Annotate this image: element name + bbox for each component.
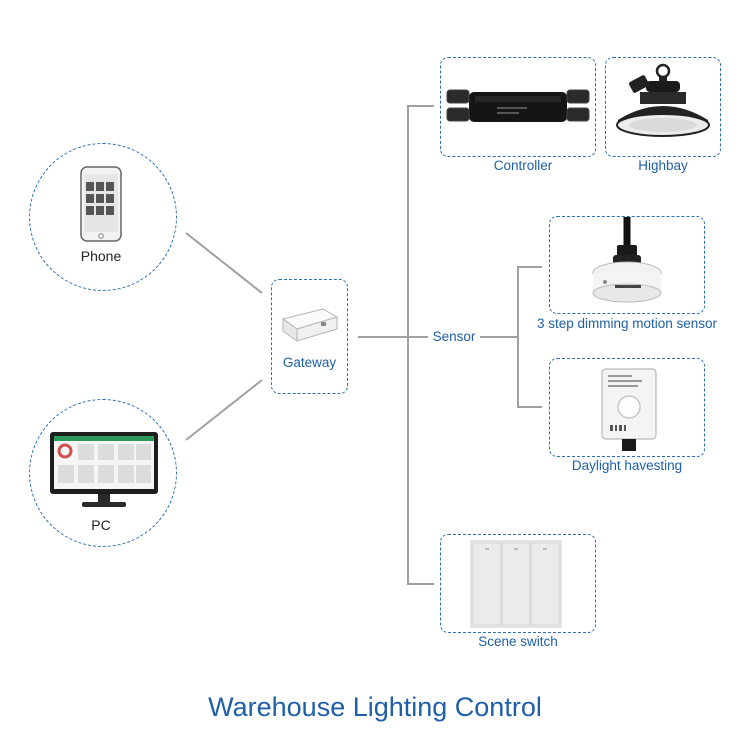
controller-label: Controller <box>493 158 553 173</box>
sensor-label: Sensor <box>432 329 476 344</box>
controller-device-icon <box>446 89 590 122</box>
pc-gateway-line <box>185 379 263 441</box>
motion-sensor-icon <box>592 217 662 303</box>
monitor-icon <box>50 432 158 507</box>
phone-icon <box>80 166 122 242</box>
scene-switch-label: Scene switch <box>478 634 558 649</box>
diagram-title: Warehouse Lighting Control <box>208 692 542 722</box>
sensor-branch-bracket <box>517 266 542 408</box>
gateway-device-icon <box>281 308 339 342</box>
daylight-sensor-icon <box>601 368 657 451</box>
phone-gateway-line <box>185 232 263 294</box>
gateway-label: Gateway <box>282 355 337 370</box>
highbay-lamp-icon <box>616 63 710 137</box>
motion-sensor-label: 3 step dimming motion sensor <box>536 316 718 331</box>
scene-switch-icon <box>470 540 562 628</box>
pc-label: PC <box>91 517 111 533</box>
highbay-label: Highbay <box>638 158 688 173</box>
phone-label: Phone <box>80 248 122 264</box>
main-bus-line <box>407 105 434 585</box>
daylight-label: Daylight havesting <box>571 458 683 473</box>
